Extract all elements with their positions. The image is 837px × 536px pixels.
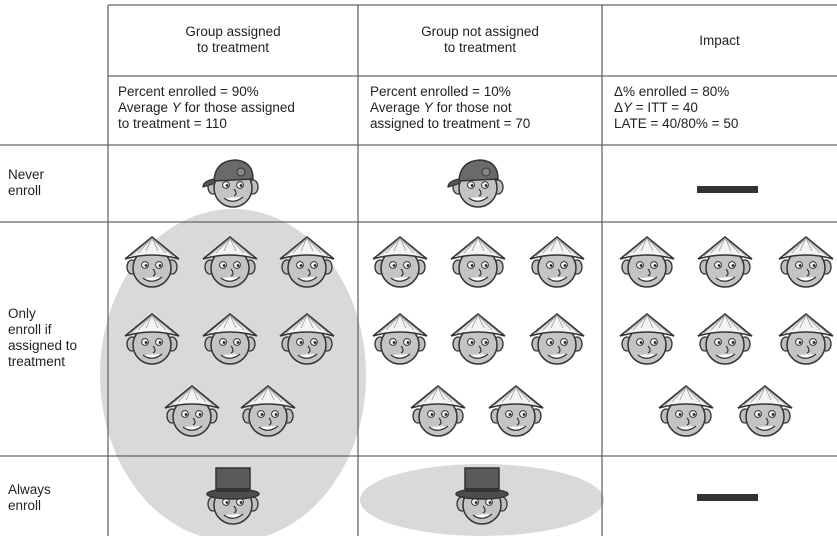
header-treated: Group assigned to treatment	[108, 24, 358, 56]
stats-treated: Percent enrolled = 90% Average Y for tho…	[118, 84, 354, 132]
never-enroller-control	[448, 160, 503, 207]
stats-treated-line2: Average Y for those assigned	[118, 100, 295, 115]
row-label-only-line3: assigned to	[8, 338, 78, 353]
row-label-never-line2: enroll	[8, 183, 42, 198]
stats-control-line3: assigned to treatment = 70	[370, 116, 531, 131]
compliers-impact	[620, 237, 833, 436]
row-label-only-line2: enroll if	[8, 322, 52, 337]
stats-control-line2: Average Y for those not	[370, 100, 512, 115]
header-control: Group not assigned to treatment	[358, 24, 602, 56]
row-label-only: Only enroll if assigned to treatment	[8, 306, 106, 370]
stats-control: Percent enrolled = 10% Average Y for tho…	[370, 84, 600, 132]
row-label-always-line2: enroll	[8, 498, 42, 513]
header-control-line1: Group not assigned	[421, 24, 539, 39]
stats-impact-line2: ΔY = ITT = 40	[614, 100, 698, 115]
row-label-only-line1: Only	[8, 306, 36, 321]
header-control-line2: to treatment	[443, 40, 517, 55]
row-label-never-line1: Never	[8, 167, 45, 182]
stats-treated-line1: Percent enrolled = 90%	[118, 84, 259, 99]
enrolled-shading-treated	[100, 209, 366, 536]
stats-control-line1: Percent enrolled = 10%	[370, 84, 511, 99]
stats-impact: Δ% enrolled = 80% ΔY = ITT = 40 LATE = 4…	[614, 84, 834, 132]
impact-dash-never	[697, 186, 758, 193]
header-impact: Impact	[699, 33, 740, 48]
row-label-always-line1: Always	[8, 482, 51, 497]
table-grid	[0, 4, 837, 536]
stats-impact-line1: Δ% enrolled = 80%	[614, 84, 730, 99]
compliers-control	[373, 237, 584, 436]
stats-treated-line3: to treatment = 110	[118, 116, 227, 131]
row-label-always: Always enroll	[8, 482, 106, 514]
header-treated-line1: Group assigned	[185, 24, 281, 39]
header-treated-line2: to treatment	[196, 40, 270, 55]
row-label-only-line4: treatment	[8, 354, 66, 369]
impact-dash-always	[697, 494, 758, 501]
never-enroller-treated	[203, 160, 258, 207]
row-label-never: Never enroll	[8, 167, 106, 199]
stats-impact-line3: LATE = 40/80% = 50	[614, 116, 739, 131]
